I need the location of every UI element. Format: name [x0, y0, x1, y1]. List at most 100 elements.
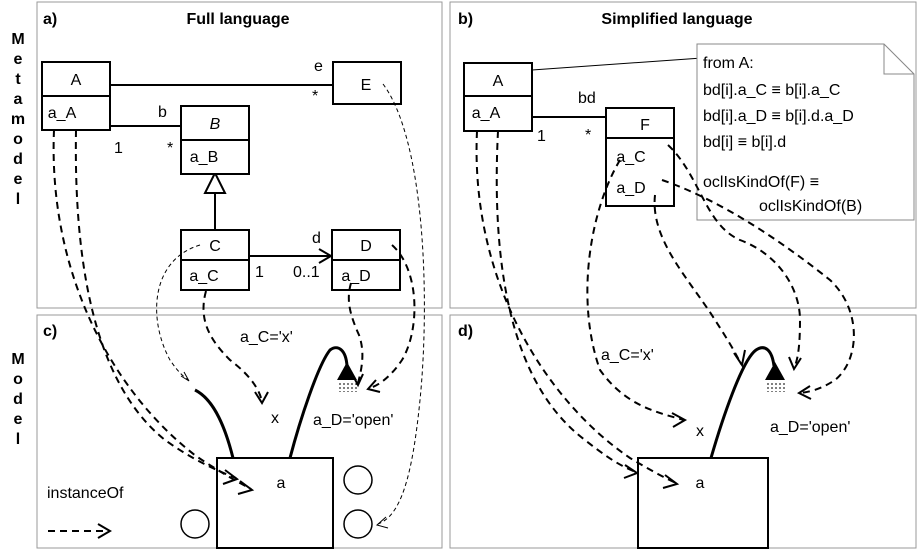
object-a-label-d: a — [696, 475, 705, 492]
instanceof-arrow-a-to-object-a-d-1 — [495, 130, 637, 473]
class-c-attr: a_C — [189, 268, 218, 285]
lamp-arm-c — [288, 346, 349, 459]
note-line-3: bd[i].a_D ≡ b[i].d.a_D — [703, 108, 854, 125]
class-f-attr-1: a_C — [616, 149, 645, 166]
instanceof-arrowhead-4 — [180, 371, 190, 382]
circle-left-bottom — [180, 509, 210, 539]
assoc-b-role: b — [158, 104, 167, 121]
svg-text:d: d — [13, 391, 23, 408]
class-e-full: E — [332, 61, 402, 105]
class-a-simplified-attr: a_A — [472, 105, 501, 122]
class-a-full: A a_A — [41, 61, 111, 131]
svg-text:a: a — [14, 91, 23, 108]
panel-a-title: Full language — [186, 11, 289, 28]
instanceof-arrow-class-a-attr-to-object-a — [52, 129, 252, 490]
class-f-name: F — [640, 117, 650, 134]
assoc-b-mult-src: 1 — [114, 140, 123, 157]
class-a-simplified: A a_A — [463, 62, 533, 132]
svg-text:d: d — [13, 151, 23, 168]
svg-text:e: e — [14, 171, 23, 188]
panel-b-title: Simplified language — [601, 11, 752, 28]
instanceof-arrowhead-7 — [375, 516, 389, 529]
assoc-bd-role: bd — [578, 90, 596, 107]
class-d-attr: a_D — [341, 268, 370, 285]
assoc-d-mult-src: 1 — [255, 264, 264, 281]
legend-instanceof-label: instanceOf — [47, 485, 124, 502]
assoc-d-role: d — [312, 230, 321, 247]
svg-text:m: m — [11, 111, 25, 128]
panel-b-frame — [449, 1, 917, 309]
panel-b-tag: b) — [458, 11, 473, 28]
label-ad-c: a_D='open' — [313, 412, 393, 429]
instanceof-arrowhead-2 — [237, 480, 255, 495]
label-ac-c: a_C='x' — [240, 329, 293, 346]
hook-c — [194, 388, 235, 459]
side-label-metamodel: M e t a m o d e l — [11, 31, 25, 208]
assoc-e-mult: * — [312, 88, 318, 105]
class-b-full: B a_B — [180, 105, 250, 175]
side-label-model: M o d e l — [11, 351, 24, 448]
instanceof-arrow-f-ad-to-lamp-d-2 — [661, 179, 855, 394]
instanceof-arrowhead-13 — [796, 385, 812, 400]
panel-a-tag: a) — [43, 11, 57, 28]
instanceof-arrow-a-to-object-a-d-2 — [475, 130, 677, 484]
svg-text:o: o — [13, 131, 23, 148]
assoc-d-mult-dst: 0..1 — [293, 264, 320, 281]
note-line-1: from A: — [703, 55, 754, 72]
note-line-2: bd[i].a_C ≡ b[i].a_C — [703, 82, 840, 99]
class-b-name: B — [210, 116, 221, 133]
instanceof-arrowhead-10 — [671, 412, 688, 428]
label-ad-d: a_D='open' — [770, 419, 850, 436]
svg-text:e: e — [14, 51, 23, 68]
instanceof-arrow-ac-to-x — [202, 290, 263, 403]
instanceof-arrow-ad-to-lamp-c — [347, 282, 364, 384]
panel-d-tag: d) — [458, 323, 473, 340]
instanceof-arrowhead-6 — [366, 379, 381, 393]
assoc-b-mult-dst: * — [167, 140, 173, 157]
class-c-full: C a_C — [180, 229, 250, 291]
class-e-name: E — [361, 77, 372, 94]
class-a-simplified-name: A — [493, 73, 504, 90]
assoc-e-role: e — [314, 58, 323, 75]
note-line-5: oclIsKindOf(F) ≡ — [703, 174, 819, 191]
circle-right-bottom — [343, 509, 373, 539]
lamp-rays-c — [339, 383, 357, 392]
lamp-rays-d — [767, 383, 785, 392]
svg-text:M: M — [11, 31, 24, 48]
instanceof-arrowhead-3 — [254, 391, 269, 405]
panel-c-tag: c) — [43, 323, 57, 340]
note-line-6: oclIsKindOf(B) — [759, 198, 862, 215]
assoc-bd-mult-dst: * — [585, 127, 591, 144]
class-f-simplified: F a_C a_D — [605, 107, 675, 207]
label-x-c: x — [271, 410, 279, 427]
svg-text:t: t — [15, 71, 21, 88]
svg-text:l: l — [16, 431, 20, 448]
instanceof-arrow-c-to-hook — [156, 244, 201, 381]
object-a-box-c — [216, 457, 334, 549]
class-a-attr: a_A — [48, 105, 77, 122]
instanceof-arrow-ac-to-x-d — [586, 159, 685, 421]
generalization-triangle — [203, 170, 227, 194]
instanceof-arrowhead-9 — [662, 474, 680, 489]
class-a-name: A — [71, 72, 82, 89]
note-connector — [531, 57, 703, 71]
note-line-4: bd[i] ≡ b[i].d — [703, 134, 786, 151]
instanceof-arrowhead-1 — [222, 469, 240, 485]
assoc-bd-mult-src: 1 — [537, 128, 546, 145]
instanceof-arrow-f-to-lamp-d — [667, 144, 802, 369]
object-a-label-c: a — [277, 475, 286, 492]
lamp-shade-d — [765, 362, 785, 380]
class-d-name: D — [360, 238, 372, 255]
class-c-name: C — [209, 238, 221, 255]
svg-text:o: o — [13, 371, 23, 388]
label-ac-d: a_C='x' — [601, 347, 654, 364]
instanceof-arrowhead-8 — [623, 464, 640, 479]
legend-instanceof-arrowhead — [97, 523, 112, 539]
class-b-attr: a_B — [190, 149, 218, 166]
class-d-full: D a_D — [331, 229, 401, 291]
svg-text:M: M — [11, 351, 24, 368]
class-f-attr-2: a_D — [616, 180, 645, 197]
instanceof-arrowhead-5 — [351, 373, 364, 388]
instanceof-arrow-class-a-to-object-a — [74, 129, 237, 479]
